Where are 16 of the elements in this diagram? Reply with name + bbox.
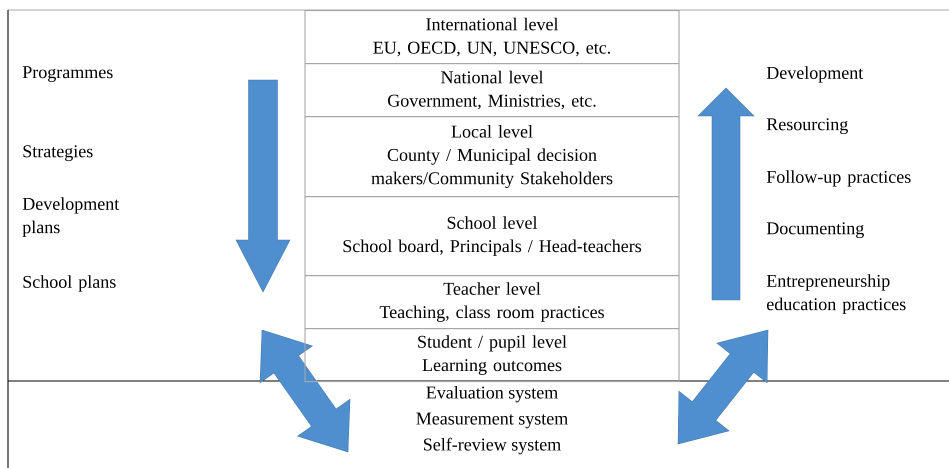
side-label: Development plans xyxy=(22,197,120,237)
side-label: Strategies xyxy=(23,145,93,162)
side-label: Documenting xyxy=(766,222,864,238)
side-label: Entrepreneurship education practices xyxy=(766,274,906,314)
side-label: Resourcing xyxy=(766,118,848,134)
level-box: Teacher level Teaching, class room practices xyxy=(304,275,680,330)
level-box: School level School board, Principals / Head-teachers xyxy=(304,196,680,276)
level-box: National level Government, Ministries, etc. xyxy=(304,63,680,118)
system-list: Evaluation system Measurement system Self-review system xyxy=(416,386,568,454)
level-box: Local level County / Municipal decision makers/Community Stakeholders xyxy=(304,116,680,198)
side-label: Development xyxy=(766,66,864,83)
side-label: School plans xyxy=(23,275,116,292)
side-label: Follow-up practices xyxy=(766,170,911,187)
level-box: International level EU, OECD, UN, UNESCO, etc. xyxy=(304,10,680,64)
level-box: Student / pupil level Learning outcomes xyxy=(304,328,680,382)
side-label: Programmes xyxy=(22,66,113,82)
